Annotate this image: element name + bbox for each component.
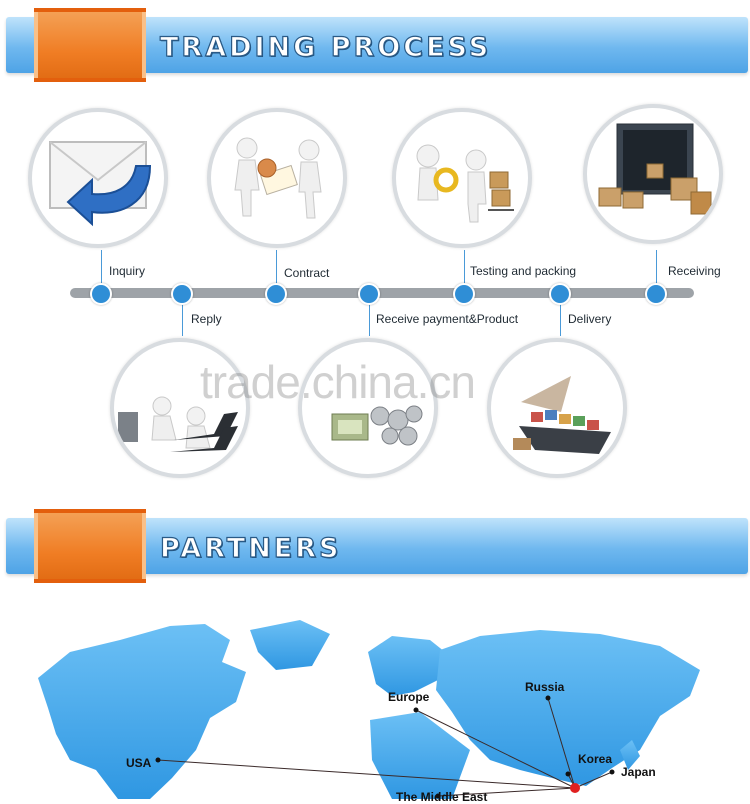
- timeline-dot-receiving: [645, 283, 667, 305]
- city-label-russia: Russia: [525, 680, 565, 694]
- stem-testing: [464, 250, 465, 290]
- process-timeline: [70, 288, 694, 298]
- stem-contract: [276, 250, 277, 290]
- stem-payment: [369, 300, 370, 336]
- timeline-dot-delivery: [549, 283, 571, 305]
- trading-process-banner: TRADING PROCESS: [0, 8, 750, 82]
- stem-inquiry: [101, 250, 102, 290]
- contract-illustration: [207, 108, 347, 248]
- payment-illustration: [298, 338, 438, 478]
- stem-reply: [182, 300, 183, 336]
- step-label-reply: Reply: [191, 312, 222, 326]
- step-label-payment: Receive payment&Product: [376, 312, 519, 326]
- handshake-figures-icon: [234, 137, 322, 219]
- city-label-korea: Korea: [578, 752, 613, 766]
- timeline-dot-payment: [358, 283, 380, 305]
- testing-figures-icon: [416, 144, 514, 223]
- banner-tab: [34, 8, 146, 82]
- timeline-dot-testing: [453, 283, 475, 305]
- step-label-contract: Contract: [284, 266, 330, 280]
- timeline-dot-contract: [265, 283, 287, 305]
- step-label-inquiry: Inquiry: [109, 264, 146, 278]
- container-boxes-icon: [598, 123, 712, 215]
- china-marker: [570, 783, 580, 793]
- laptops-icon: [118, 396, 238, 452]
- city-label-usa: USA: [126, 756, 152, 770]
- envelope-icon: [49, 141, 152, 227]
- timeline-dot-inquiry: [90, 283, 112, 305]
- world-map-graphic: [38, 620, 700, 799]
- testing-illustration: [392, 108, 532, 248]
- city-label-japan: Japan: [621, 765, 656, 779]
- cargo-ship-icon: [513, 376, 611, 454]
- inquiry-illustration: [28, 108, 168, 248]
- receiving-illustration: [583, 104, 723, 244]
- step-label-testing: Testing and packing: [470, 264, 577, 278]
- timeline-dot-reply: [171, 283, 193, 305]
- reply-illustration: [110, 338, 250, 478]
- step-label-receiving: Receiving: [668, 264, 721, 278]
- partners-banner: PARTNERS: [0, 509, 750, 583]
- delivery-illustration: [487, 338, 627, 478]
- trading-process-title: TRADING PROCESS: [159, 31, 492, 63]
- stem-delivery: [560, 300, 561, 336]
- step-label-delivery: Delivery: [568, 312, 612, 326]
- partners-title: PARTNERS: [159, 532, 342, 564]
- city-label-middle-east: The Middle East: [396, 790, 488, 804]
- stem-receiving: [656, 250, 657, 290]
- banner-tab: [34, 509, 146, 583]
- city-label-europe: Europe: [388, 690, 430, 704]
- money-gears-icon: [331, 405, 423, 446]
- world-map: Europe Russia USA Korea Japan The Middle…: [0, 600, 750, 804]
